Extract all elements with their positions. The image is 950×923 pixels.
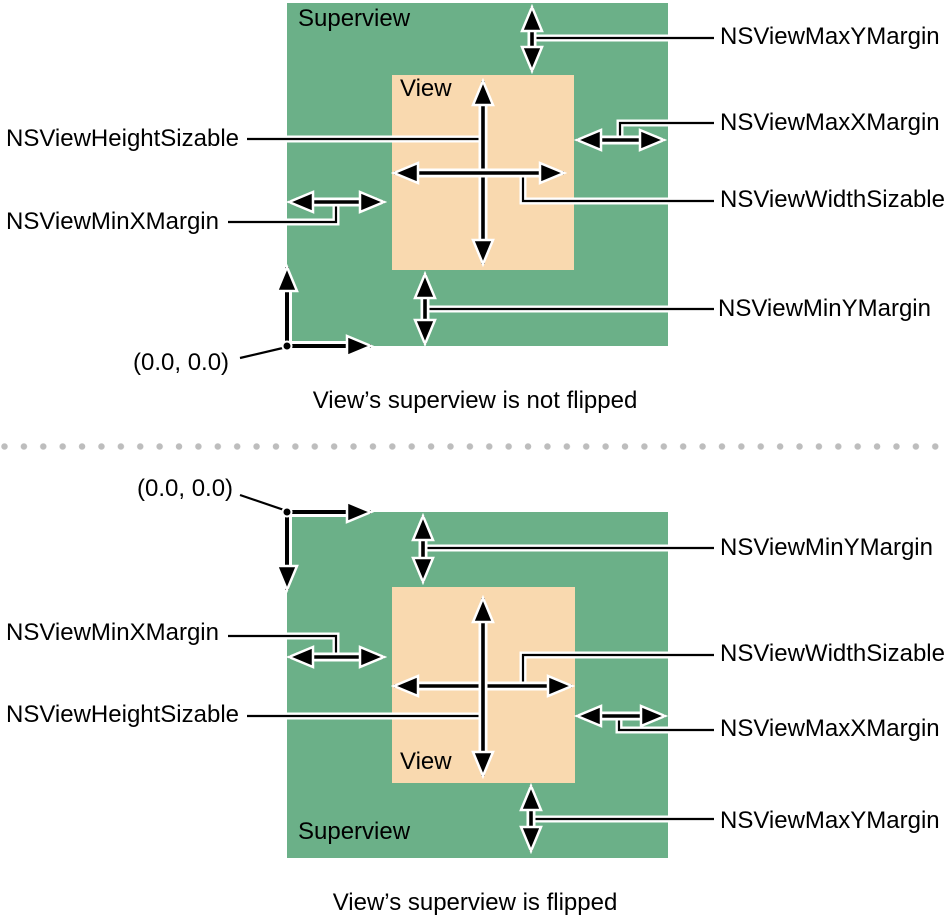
superview-label: Superview [298, 5, 411, 32]
view-label: View [400, 75, 452, 102]
origin-label: (0.0, 0.0) [133, 349, 230, 376]
view-label: View [400, 748, 452, 775]
origin-axes [283, 508, 372, 591]
label-nsviewheightsizable: NSViewHeightSizable [6, 701, 240, 728]
label-nsviewmaxxmargin: NSViewMaxXMargin [720, 109, 940, 136]
label-nsviewminymargin: NSViewMinYMargin [720, 534, 933, 561]
label-nsviewwidthsizable: NSViewWidthSizable [720, 640, 945, 667]
not-flipped-caption: View’s superview is not flipped [312, 387, 638, 414]
origin-pointer-line [239, 345, 288, 360]
connector-width-sizable [519, 651, 714, 686]
label-nsviewminxmargin: NSViewMinXMargin [6, 208, 219, 235]
origin-axes [283, 267, 372, 351]
label-nsviewmaxxmargin: NSViewMaxXMargin [720, 715, 940, 742]
origin-label: (0.0, 0.0) [137, 475, 234, 502]
dotted-divider [0, 442, 950, 451]
label-nsviewwidthsizable: NSViewWidthSizable [720, 186, 945, 213]
label-nsviewmaxymargin: NSViewMaxYMargin [720, 23, 940, 50]
origin-pointer-line [239, 493, 288, 513]
origin-dot [281, 506, 293, 518]
origin-dot [281, 340, 293, 352]
label-nsviewheightsizable: NSViewHeightSizable [6, 125, 240, 152]
label-nsviewminymargin: NSViewMinYMargin [718, 295, 931, 322]
superview-label: Superview [298, 818, 411, 845]
label-nsviewmaxymargin: NSViewMaxYMargin [720, 807, 940, 834]
label-nsviewminxmargin: NSViewMinXMargin [6, 619, 219, 646]
flipped-caption: View’s superview is flipped [332, 889, 618, 916]
